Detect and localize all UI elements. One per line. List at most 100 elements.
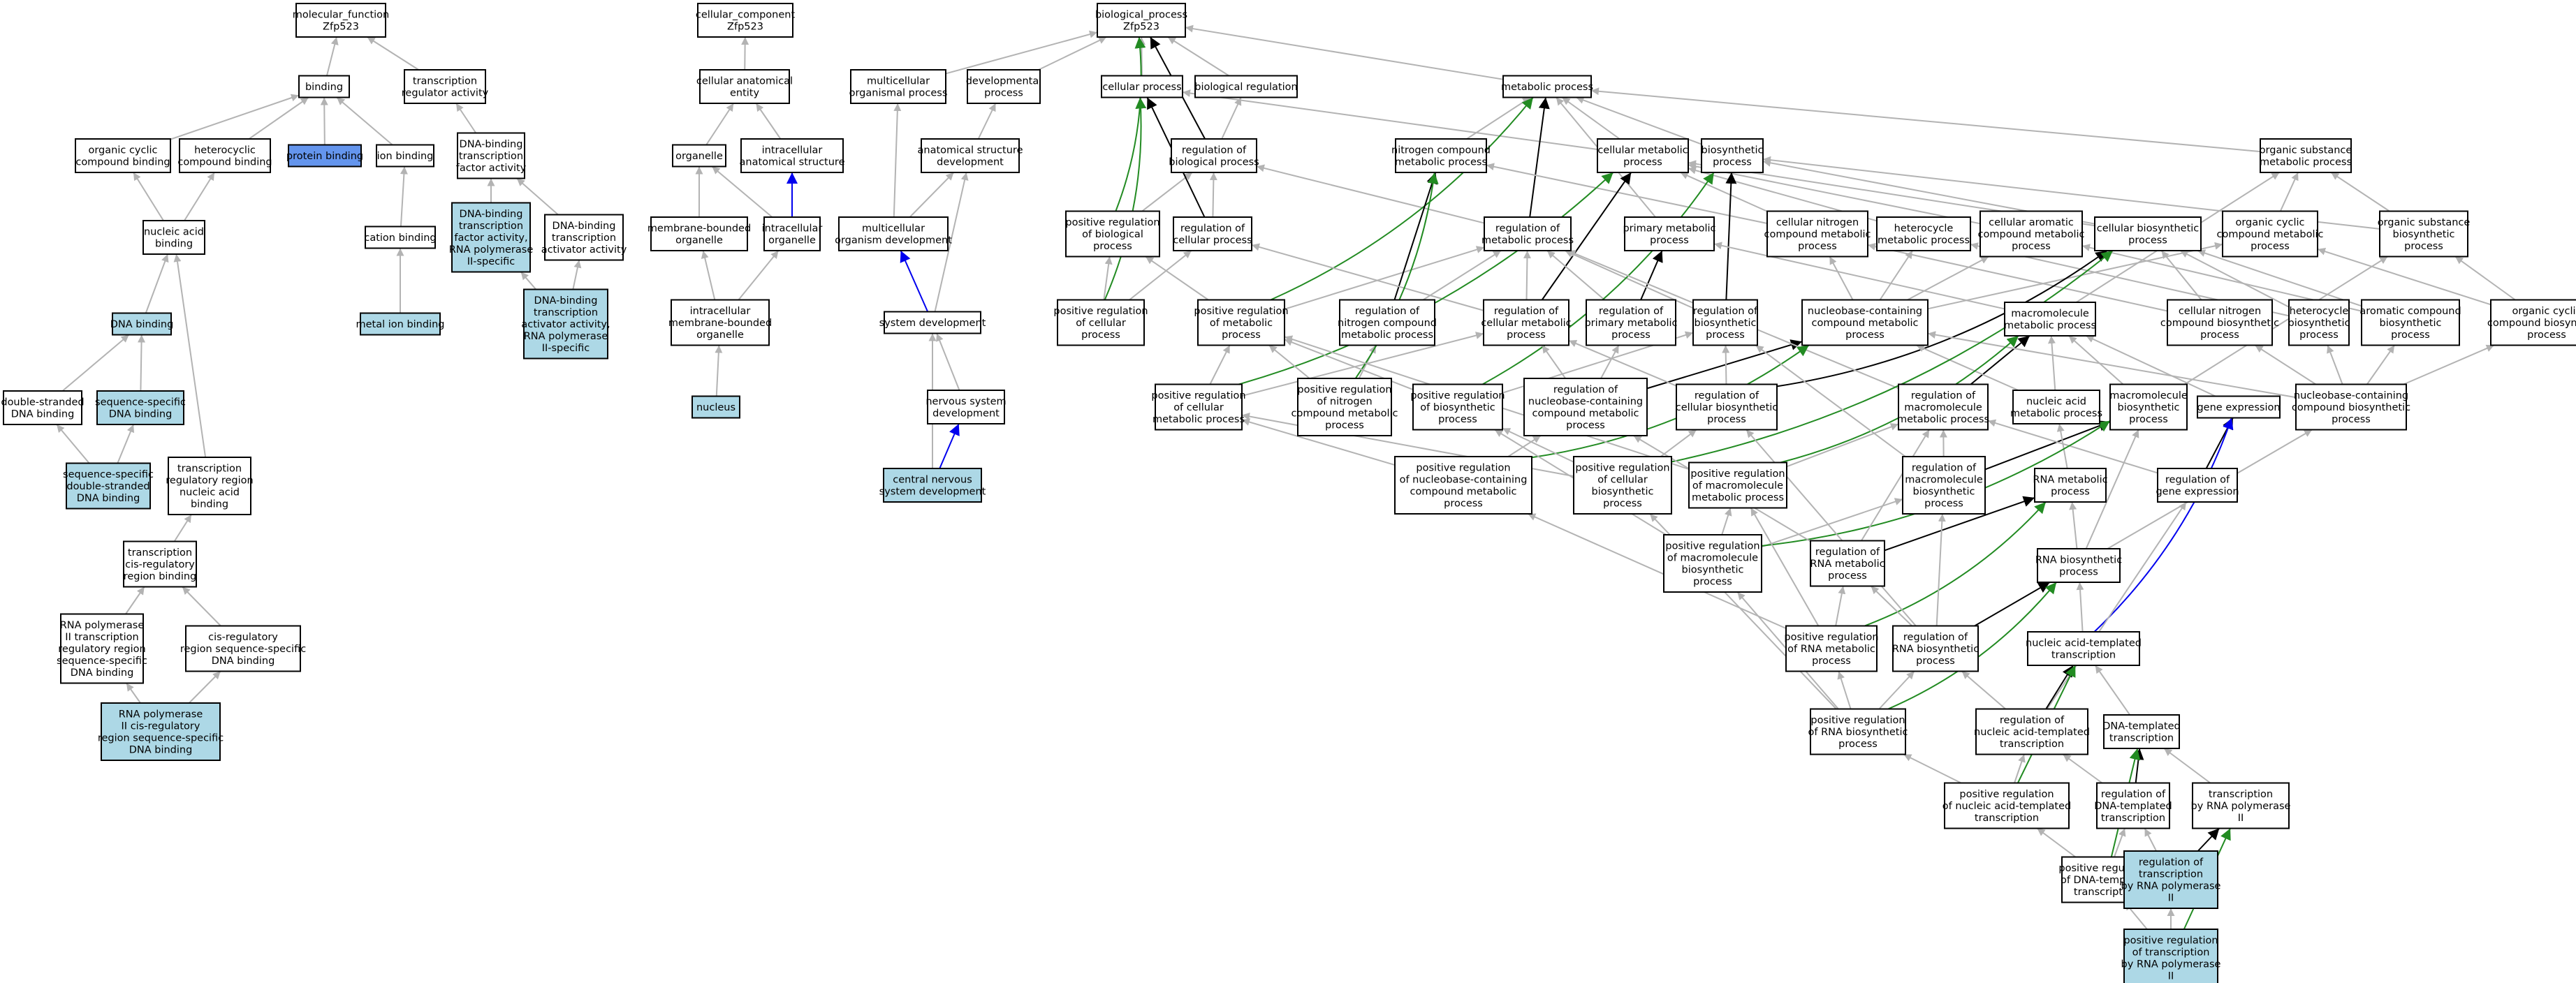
go-term-label-line: metabolic process [1501,82,1593,93]
go-term-box [1975,708,2088,755]
edge-is-a-prnbcmp-to-prcmp [1241,418,1396,466]
go-term-label-line: positive regulation [1575,463,1669,474]
edge-part-of-rrnamp-to-rnamp [1884,496,2035,552]
go-term-label-line: protein binding [286,151,363,162]
edge-is-a-crrss-to-tcrrb [182,586,221,627]
go-term-label-line: DNA-templated [2102,721,2181,732]
go-term-pb: protein binding [286,144,363,168]
go-term-label-line: process [984,88,1023,99]
go-term-label-line: anatomical structure [918,145,1023,156]
go-term-box [699,69,790,104]
edge-positively-regulates-prcmp-to-cmp [1238,172,1614,385]
edge-part-of-rmp-to-metp [1529,97,1550,218]
go-term-label-line: process [2404,241,2443,252]
go-term-label-line: compound metabolic [1532,408,1639,420]
edge-is-a-rmbp-to-rbiop [1755,344,1906,457]
edge-is-a-prrnamp-to-rrnamp [1835,586,1846,626]
go-term-label-line: biosynthetic [2380,318,2442,329]
go-term-box [1484,216,1572,251]
go-term-label-line: II [2238,813,2244,824]
go-term-label-line: DNA-binding [460,139,523,150]
go-term-label-line: DNA binding [71,667,134,679]
go-term-label-line: RNA metabolic [1810,559,1885,570]
edge-positively-regulates-prcbp-to-cbp [1671,250,2114,463]
go-term-label-line: regulation of [1599,306,1664,317]
edge-is-a-nucleus-to-imbo [715,345,723,397]
go-term-label-line: regulation of [1695,390,1759,401]
go-term-box [1155,383,1243,431]
go-term-label-line: DNA binding [109,409,173,420]
go-term-label-line: metabolic process [1152,414,1245,425]
edge-is-a-prbp-to-rbp [1141,172,1193,212]
go-term-box [1898,383,1989,431]
go-term-box [1394,456,1532,515]
go-term-label-line: process [1222,330,1261,341]
edge-is-a-metp-to-bp [1185,24,1504,80]
go-term-label-line: process [1566,420,1605,431]
go-term-label-line: process [1438,414,1477,425]
edge-is-a-ionb-to-binding [336,96,393,146]
edge-is-a-prcp-to-rcp [1129,250,1192,301]
go-term-label-line: transcription [2109,733,2174,744]
go-term-label-line: system development [879,487,986,498]
go-term-label-line: macromolecule [1904,402,1982,413]
go-term-label-line: cellular process [1102,82,1181,93]
go-term-label-line: regulation of [2101,789,2166,800]
go-term-binding: binding [298,75,350,98]
go-term-box [112,312,172,336]
go-term-label-line: transcription [459,221,523,232]
go-term-label-line: II [2168,893,2174,904]
go-term-label-line: II transcription [65,632,138,643]
go-term-box [1979,210,2083,258]
go-term-label-line: organic substance [2260,145,2352,156]
go-term-box [2361,299,2460,346]
go-term-box [672,144,726,168]
go-term-box [298,75,350,98]
go-term-box [2379,210,2468,258]
go-term-label-line: process [1924,498,1963,510]
go-term-label-line: of RNA metabolic [1787,644,1875,655]
go-term-box [2012,390,2100,424]
edge-positively-regulates-prncmp-to-ncmp [1354,172,1439,379]
go-term-label-line: DNA-binding [552,221,616,232]
go-term-label-line: double-stranded [1,397,84,408]
edge-positively-regulates-prcp-to-cellp [1104,97,1147,300]
edge-is-a-nbcbp-to-cncbp [2254,344,2317,385]
go-term-label-line: of macromolecule [1692,480,1783,492]
go-term-label-line: process [1081,330,1120,341]
go-term-label-line: process [1838,739,1878,750]
edge-positively-regulates-prrnamp-to-rnamp [1864,501,2047,627]
go-term-box [1810,708,1906,755]
go-term-box [2037,548,2121,583]
go-term-label-line: transcription [2000,739,2064,750]
go-term-label-line: nucleic acid-templated [1974,727,2090,738]
go-term-label-line: process [1325,420,1364,431]
go-term-label-line: positive regulation [2123,936,2218,947]
go-term-box [1097,3,1186,38]
edge-positively-regulates-prrnabp-to-rnabp [1887,582,2057,710]
go-term-label-line: process [1603,498,1642,510]
go-term-box [2123,929,2218,983]
go-term-label-line: intracellular [762,223,823,235]
go-term-label-line: process [2391,330,2430,341]
go-term-label-line: factor activity, [454,232,527,244]
go-term-box [1876,216,1971,251]
edge-is-a-tcrrb-to-trrnab [173,514,192,542]
